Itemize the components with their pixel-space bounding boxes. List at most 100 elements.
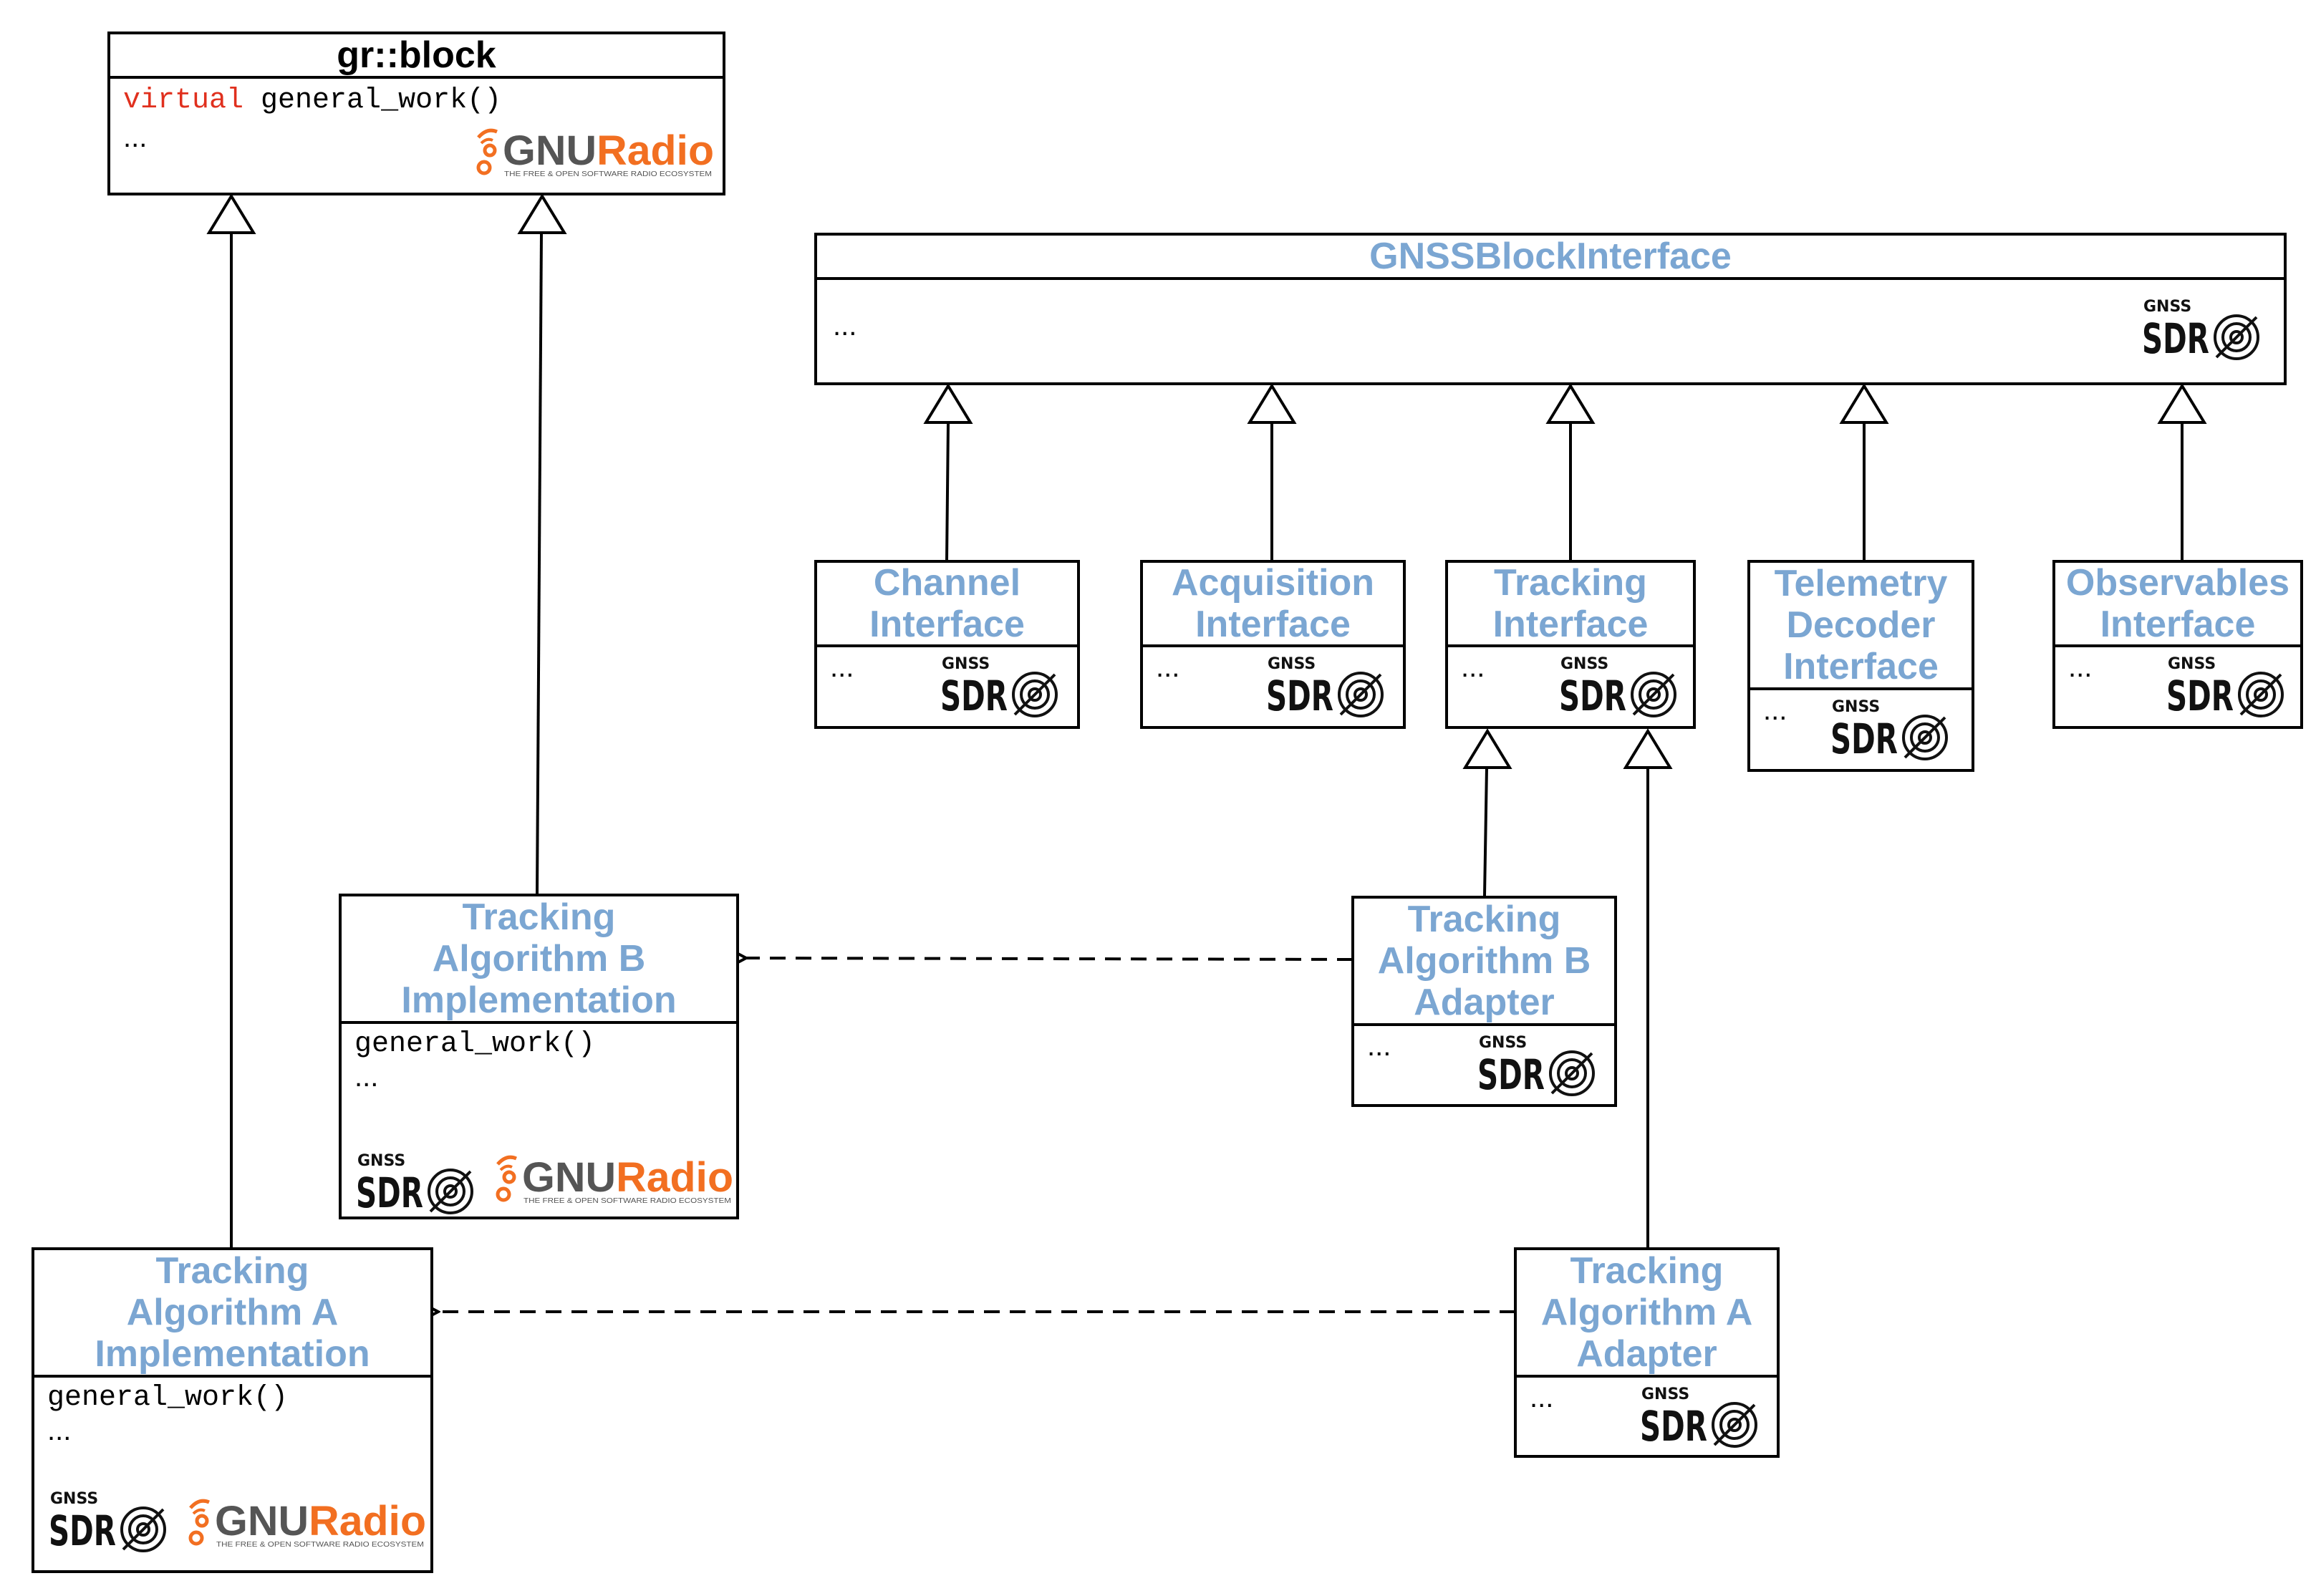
ellipsis: ... <box>1461 652 1485 683</box>
inherit-adapter-a-to-tracking <box>1623 728 1673 1247</box>
svg-text:SDR: SDR <box>2166 672 2234 719</box>
svg-text:GNSS: GNSS <box>2168 655 2216 673</box>
ellipsis: ... <box>833 310 857 342</box>
tracking-algorithm-a-implementation-class: Tracking Algorithm A Implementation gene… <box>32 1247 433 1573</box>
svg-text:GNSS: GNSS <box>942 655 990 673</box>
svg-text:GNURadio: GNURadio <box>522 1154 733 1201</box>
inherit-adapter-b-to-tracking <box>1462 728 1512 896</box>
svg-text:GNSS: GNSS <box>1641 1385 1689 1403</box>
ellipsis: ... <box>47 1415 72 1446</box>
class-title: Channel Interface <box>869 562 1025 645</box>
class-title: Telemetry Decoder Interface <box>1774 563 1948 687</box>
class-header: Telemetry Decoder Interface <box>1750 563 1972 690</box>
svg-text:SDR: SDR <box>356 1169 423 1216</box>
class-title: Acquisition Interface <box>1171 562 1375 645</box>
svg-text:SDR: SDR <box>1830 715 1898 762</box>
class-header: gr::block <box>110 34 723 79</box>
dependency-adapter-b-to-impl-b <box>746 958 1353 959</box>
class-title: GNSSBlockInterface <box>1369 236 1732 277</box>
gr-block-class: gr::block virtual general_work() ... GNU… <box>107 32 725 195</box>
svg-text:GNSS: GNSS <box>1832 698 1880 716</box>
virtual-keyword: virtual <box>123 84 244 117</box>
svg-text:GNSS: GNSS <box>2143 298 2191 316</box>
svg-text:GNSS: GNSS <box>1268 655 1316 673</box>
inherit-channel-to-gnss <box>923 383 973 562</box>
svg-text:GNSS: GNSS <box>1560 655 1608 673</box>
class-header: Tracking Interface <box>1448 562 1693 647</box>
method-name: general_work() <box>354 1028 596 1060</box>
class-title: Tracking Interface <box>1492 562 1649 645</box>
class-header: Acquisition Interface <box>1143 562 1403 647</box>
svg-text:SDR: SDR <box>1559 672 1626 719</box>
svg-text:GNSS: GNSS <box>357 1152 405 1170</box>
ellipsis: ... <box>830 652 854 683</box>
ellipsis: ... <box>2068 652 2093 683</box>
class-header: GNSSBlockInterface <box>817 236 2284 280</box>
inherit-acquisition-to-gnss <box>1247 383 1297 561</box>
svg-text:SDR: SDR <box>2142 314 2209 362</box>
svg-text:SDR: SDR <box>1477 1050 1545 1098</box>
class-header: Tracking Algorithm B Implementation <box>342 896 736 1024</box>
method-name: general_work() <box>243 84 502 117</box>
class-title: gr::block <box>337 34 496 76</box>
svg-text:THE FREE & OPEN SOFTWARE RADIO: THE FREE & OPEN SOFTWARE RADIO ECOSYSTEM <box>523 1197 731 1205</box>
svg-text:GNURadio: GNURadio <box>503 127 714 174</box>
svg-text:GNSS: GNSS <box>1479 1034 1527 1052</box>
class-header: Tracking Algorithm B Adapter <box>1354 899 1614 1026</box>
class-title: Tracking Algorithm A Adapter <box>1540 1250 1753 1375</box>
svg-text:GNURadio: GNURadio <box>215 1498 426 1544</box>
svg-text:GNSS: GNSS <box>50 1490 98 1508</box>
inherit-impl-a-to-grblock <box>206 193 256 1247</box>
svg-text:THE FREE & OPEN SOFTWARE RADIO: THE FREE & OPEN SOFTWARE RADIO ECOSYSTEM <box>504 170 712 178</box>
class-title: Tracking Algorithm B Adapter <box>1377 899 1591 1023</box>
tracking-algorithm-b-implementation-class: Tracking Algorithm B Implementation gene… <box>339 894 739 1219</box>
class-header: Channel Interface <box>817 562 1077 647</box>
inherit-tracking-to-gnss <box>1545 383 1596 561</box>
svg-text:THE FREE & OPEN SOFTWARE RADIO: THE FREE & OPEN SOFTWARE RADIO ECOSYSTEM <box>216 1541 424 1549</box>
method-name: general_work() <box>47 1382 289 1414</box>
svg-text:SDR: SDR <box>1266 672 1333 719</box>
ellipsis: ... <box>1763 695 1787 726</box>
inherit-telemetry-to-gnss <box>1839 383 1889 561</box>
svg-text:SDR: SDR <box>940 672 1008 719</box>
class-header: Tracking Algorithm A Implementation <box>34 1250 430 1378</box>
ellipsis: ... <box>1156 652 1180 683</box>
svg-text:SDR: SDR <box>1640 1402 1707 1449</box>
method-line: virtual general_work() <box>123 84 501 117</box>
inherit-impl-b-to-grblock <box>517 193 567 894</box>
class-header: Tracking Algorithm A Adapter <box>1517 1250 1777 1378</box>
ellipsis: ... <box>123 122 148 153</box>
class-title: Tracking Algorithm B Implementation <box>401 896 677 1021</box>
ellipsis: ... <box>1367 1030 1391 1062</box>
